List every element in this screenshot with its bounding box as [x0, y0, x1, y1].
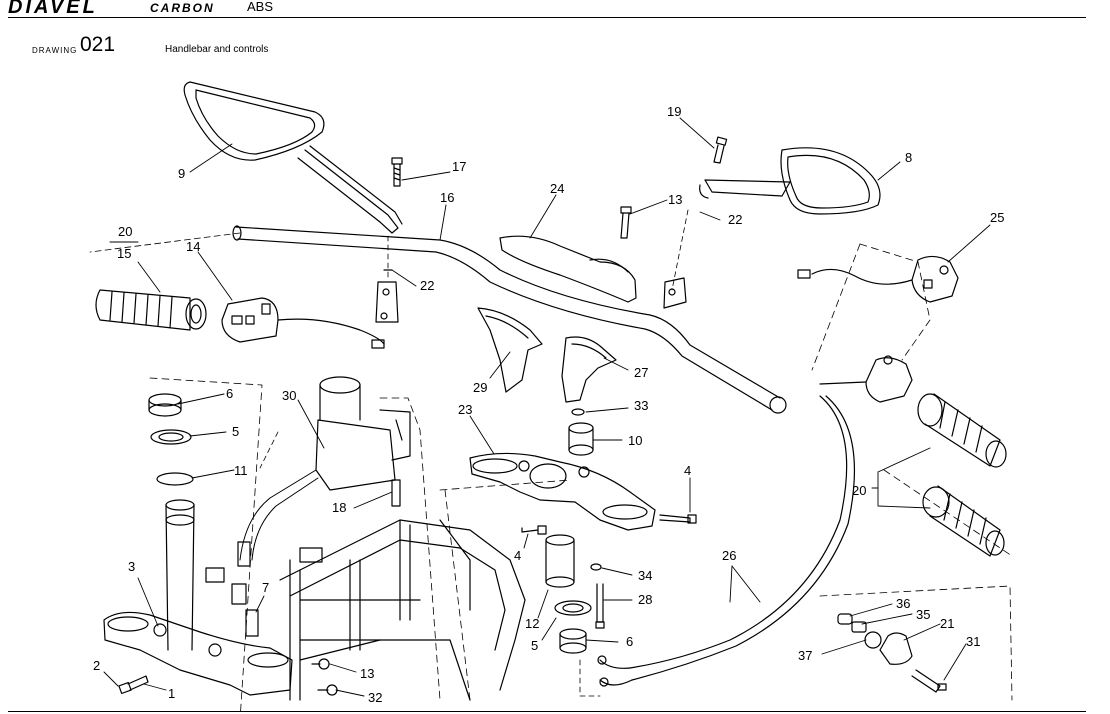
- bolt-19: [713, 136, 728, 164]
- left-switchgear-14: [221, 297, 385, 349]
- connectors-7: [205, 541, 259, 637]
- seal-5-right: [554, 600, 592, 616]
- drawing-title: Handlebar and controls: [165, 44, 269, 55]
- callout-20-right: 20: [852, 483, 866, 498]
- callout-22-right: 22: [728, 212, 742, 227]
- callout-13-top: 13: [668, 192, 682, 207]
- steering-stem-3: [103, 499, 293, 696]
- callout-21: 21: [940, 616, 954, 631]
- ring-11: [156, 472, 194, 486]
- drawing-number: 021: [80, 33, 116, 56]
- mirror-clamp-left: [375, 235, 399, 323]
- bolt-4-right: [659, 514, 697, 524]
- right-mirror: [699, 147, 881, 215]
- callout-5-right: 5: [531, 638, 538, 653]
- callout-14: 14: [186, 239, 200, 254]
- callout-7: 7: [262, 580, 269, 595]
- callout-23: 23: [458, 402, 472, 417]
- callout-29: 29: [473, 380, 487, 395]
- bar-end-weight: [837, 613, 947, 693]
- left-mirror: [183, 81, 403, 234]
- assembly-boxes: [149, 243, 1013, 714]
- callout-20-top: 20: [118, 224, 132, 239]
- callout-4-right: 4: [684, 463, 691, 478]
- callout-33: 33: [634, 398, 648, 413]
- variant-name: ABS: [247, 0, 274, 14]
- bearing-6-right: [559, 628, 587, 654]
- callout-6-left: 6: [226, 386, 233, 401]
- frame: [279, 519, 526, 701]
- callout-25: 25: [990, 210, 1004, 225]
- riser-cover-27: [561, 336, 617, 403]
- callout-6-right: 6: [626, 634, 633, 649]
- callout-1: 1: [168, 686, 175, 701]
- throttle-housing: [819, 355, 913, 403]
- leader-lines: [103, 117, 991, 697]
- callout-5-left: 5: [232, 424, 239, 439]
- callout-9: 9: [178, 166, 185, 181]
- callout-34: 34: [638, 568, 652, 583]
- callout-11: 11: [234, 463, 248, 478]
- page-header: DIAVEL CARBON ABS: [0, 0, 1110, 18]
- callout-16: 16: [440, 190, 454, 205]
- riser-cover-29: [477, 307, 543, 393]
- footer-divider: [8, 711, 1086, 712]
- seal-5-left: [150, 429, 192, 445]
- left-grip-15: [95, 289, 207, 331]
- handlebar-cover-24: [499, 235, 637, 303]
- callout-3: 3: [128, 559, 135, 574]
- callout-8: 8: [905, 150, 912, 165]
- callout-18: 18: [332, 500, 346, 515]
- callout-10: 10: [628, 433, 642, 448]
- right-switchgear-25: [797, 255, 959, 303]
- callout-31: 31: [966, 634, 980, 649]
- brand-logo: DIAVEL: [8, 0, 98, 18]
- model-name: CARBON: [150, 1, 215, 15]
- drawing-label: DRAWING: [32, 46, 78, 55]
- callout-24: 24: [550, 181, 564, 196]
- callout-32: 32: [368, 690, 382, 705]
- callout-19: 19: [667, 104, 681, 119]
- callout-36: 36: [896, 596, 910, 611]
- bolt-28: [595, 583, 605, 629]
- callout-30: 30: [282, 388, 296, 403]
- washer-34: [590, 563, 602, 571]
- bolt-17: [391, 157, 403, 187]
- fasteners-13-32: [311, 658, 338, 696]
- handlebar: [89, 225, 787, 414]
- mirror-clamp-right: [663, 209, 689, 309]
- callout-4-left: 4: [514, 548, 521, 563]
- bolt-4-left: [521, 525, 547, 535]
- callout-2: 2: [93, 658, 100, 673]
- callout-37: 37: [798, 648, 812, 663]
- throttle-cables-26: [579, 395, 856, 697]
- callout-17: 17: [452, 159, 466, 174]
- bolt-13-top: [620, 206, 632, 239]
- right-grip-lower: [922, 485, 1005, 557]
- callout-22-left: 22: [420, 278, 434, 293]
- callout-15: 15: [117, 246, 131, 261]
- washer-33: [571, 408, 585, 416]
- header-divider: [8, 17, 1086, 18]
- right-grip-upper: [917, 393, 1007, 468]
- callout-27: 27: [634, 365, 648, 380]
- bearing-6-left: [148, 393, 182, 417]
- callout-26: 26: [722, 548, 736, 563]
- callout-numbers: 9 17 16 19 8 24 13 22 22 25 20 15 14 29 …: [93, 104, 1004, 705]
- bolt-2: [118, 675, 149, 695]
- bushing-10: [568, 422, 594, 456]
- callout-12: 12: [525, 616, 539, 631]
- callout-28: 28: [638, 592, 652, 607]
- ignition-switch-30: [239, 376, 411, 561]
- callout-35: 35: [916, 607, 930, 622]
- callout-13-bottom: 13: [360, 666, 374, 681]
- upper-yoke-23: [469, 452, 656, 531]
- steering-head-bearing: [545, 534, 575, 588]
